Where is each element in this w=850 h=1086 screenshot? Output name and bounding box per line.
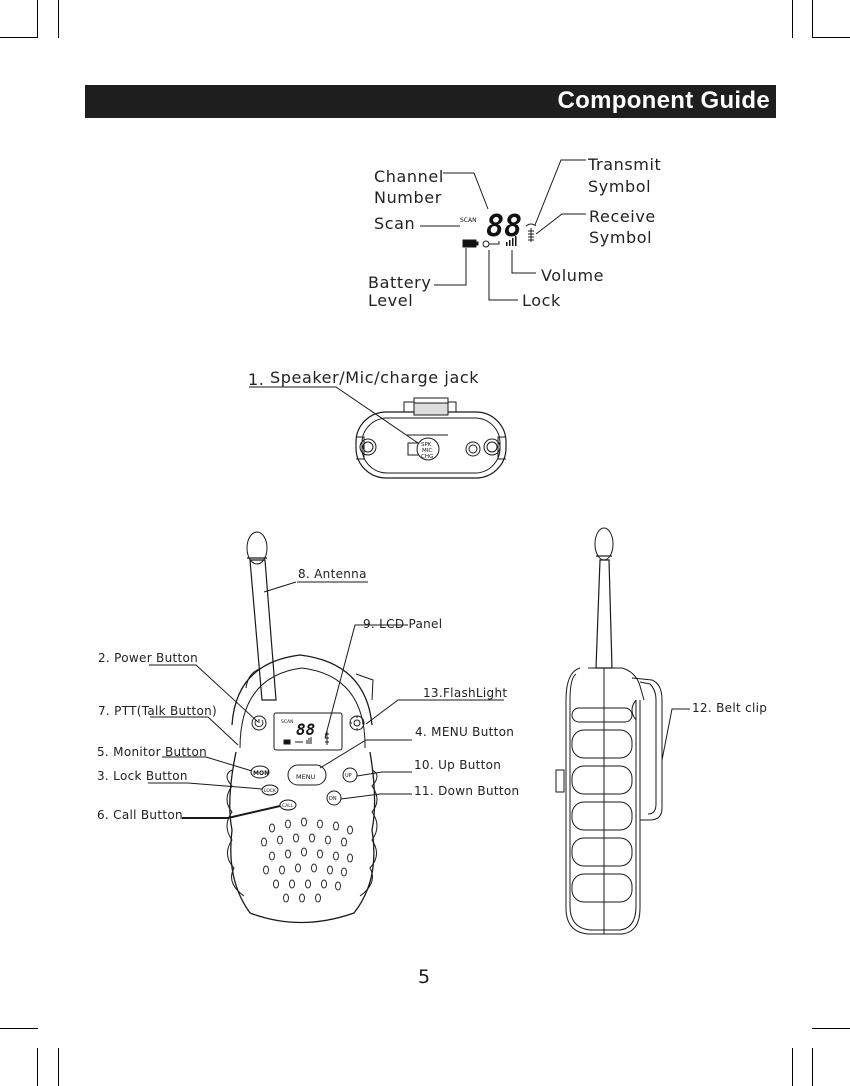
leader-volume (511, 250, 536, 274)
label-lock-button: 3. Lock Button (97, 769, 188, 783)
label-jack-number: 1. (248, 370, 265, 389)
svg-text:MIC: MIC (422, 448, 432, 454)
crop-mark (792, 1048, 793, 1086)
leader-lcd (324, 624, 408, 739)
leader-monitor (162, 756, 253, 772)
speaker-grille (261, 817, 353, 903)
label-volume: Volume (541, 266, 605, 285)
svg-text:MENU: MENU (296, 773, 316, 781)
crop-mark (58, 1048, 59, 1086)
antenna (249, 559, 277, 701)
svg-text:88: 88 (296, 720, 315, 739)
radio-front-view: SCAN 88 MENU MON LOCK CALL UP DN (148, 531, 504, 924)
leader-jack (249, 386, 419, 444)
page-title: Component Guide (557, 87, 770, 114)
leader-down (340, 793, 412, 800)
svg-text:SCAN: SCAN (281, 719, 293, 725)
antenna-symbol-icon (525, 223, 537, 242)
label-lcd-panel: 9. LCD Panel (363, 617, 443, 631)
svg-text:SPK: SPK (421, 442, 432, 448)
crop-mark (58, 0, 59, 38)
crop-mark (792, 0, 793, 38)
lcd-scan-tag: SCAN (460, 217, 477, 224)
label-call-button: 6. Call Button (97, 808, 183, 822)
page-number: 5 (418, 966, 431, 988)
leader-lock-btn (148, 782, 263, 790)
leader-transmit (534, 159, 586, 226)
leader-receive (535, 213, 586, 235)
leader-power (149, 664, 259, 723)
label-scan: Scan (374, 214, 416, 233)
label-flashlight: 13.FlashLight (423, 686, 508, 700)
radio-side-view (555, 527, 690, 935)
crop-mark (0, 37, 38, 38)
crop-mark (37, 0, 38, 38)
leader-ptt (150, 716, 239, 746)
volume-icon (506, 236, 517, 246)
crop-mark (812, 1028, 850, 1029)
leader-lock (488, 250, 518, 301)
leader-battery (434, 248, 467, 286)
label-antenna: 8. Antenna (298, 567, 367, 581)
label-power-button: 2. Power Button (98, 651, 199, 665)
crop-mark (37, 1048, 38, 1086)
label-ptt: 7. PTT(Talk Button) (98, 704, 218, 718)
crop-mark (812, 1048, 813, 1086)
label-down-button: 11. Down Button (414, 784, 520, 798)
svg-text:UP: UP (345, 773, 352, 779)
title-bar: Component Guide (85, 85, 776, 118)
leader-up (356, 771, 412, 777)
label-monitor-button: 5. Monitor Button (97, 745, 207, 759)
label-menu-button: 4. MENU Button (415, 725, 515, 739)
crop-mark (812, 37, 850, 38)
leader-call (182, 805, 281, 819)
leader-menu (319, 739, 412, 769)
label-belt-clip: 12. Belt clip (692, 701, 768, 715)
leader-belt-clip (661, 708, 690, 761)
leader-flashlight (365, 699, 504, 725)
label-speaker-jack: Speaker/Mic/charge jack (270, 368, 480, 387)
leader-channel (443, 172, 489, 210)
svg-text:LOCK: LOCK (264, 788, 277, 794)
label-lock: Lock (522, 291, 561, 310)
svg-text:CALL: CALL (282, 803, 294, 809)
crop-mark (812, 0, 813, 38)
lcd-digits: 88 (486, 209, 522, 244)
lcd-diagram: SCAN 88 (420, 159, 586, 301)
battery-icon (462, 239, 477, 248)
svg-text:CHG: CHG (421, 454, 433, 460)
crop-mark (0, 1028, 38, 1029)
svg-text:DN: DN (329, 796, 337, 802)
radio-top-view: SPK MIC CHG (249, 386, 507, 479)
label-up-button: 10. Up Button (414, 758, 502, 772)
svg-text:MON: MON (253, 770, 269, 777)
